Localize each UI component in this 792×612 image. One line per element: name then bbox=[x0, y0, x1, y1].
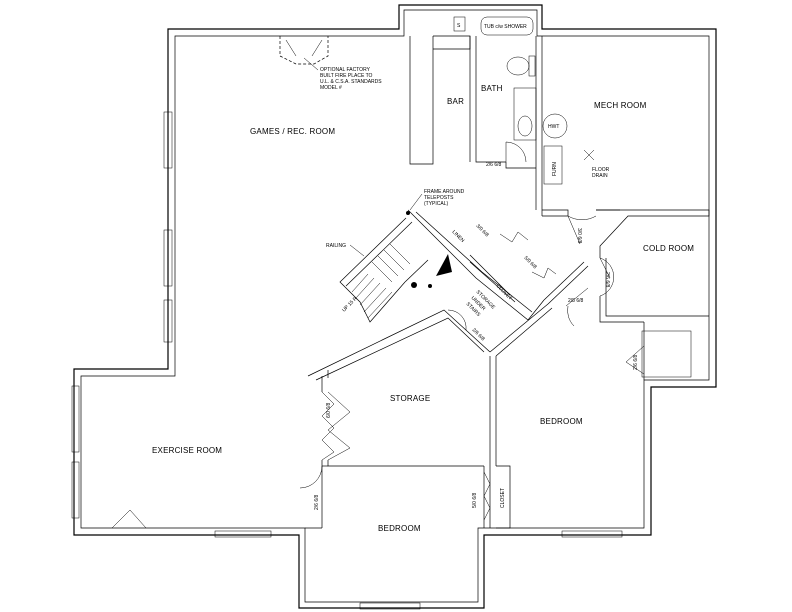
dim-hall-door: 2/8 6/8 bbox=[568, 298, 584, 304]
vanity bbox=[513, 87, 537, 141]
note-railing: RAILING bbox=[326, 243, 346, 249]
interior-walls bbox=[305, 35, 710, 529]
dim-exercise-door: 2/6 6/8 bbox=[314, 494, 320, 510]
note-fireplace-2: BUILT FIRE PLACE TO bbox=[320, 73, 373, 79]
note-teleposts-3: (TYPICAL) bbox=[424, 201, 449, 207]
room-bath: BATH bbox=[481, 84, 503, 93]
note-stair-up: UP 15 R bbox=[341, 296, 359, 314]
room-bar: BAR bbox=[447, 97, 464, 106]
note-teleposts-2: TELEPOSTS bbox=[424, 195, 454, 201]
dim-closet-right-door: 5/0 6/8 bbox=[472, 492, 478, 508]
windows bbox=[71, 111, 623, 610]
room-bedroom-right: BEDROOM bbox=[540, 417, 583, 426]
room-storage: STORAGE bbox=[390, 394, 430, 403]
furnace-icon bbox=[543, 145, 563, 185]
tub-label: TUB c/w SHOWER bbox=[484, 24, 527, 30]
room-cold: COLD ROOM bbox=[643, 244, 694, 253]
sink-fixture bbox=[453, 16, 466, 32]
furn-label: FURN bbox=[552, 162, 558, 176]
note-teleposts-1: FRAME AROUND bbox=[424, 189, 465, 195]
note-floor-drain-2: DRAIN bbox=[592, 173, 608, 179]
room-labels: GAMES / REC. ROOM BAR BATH MECH ROOM COL… bbox=[152, 84, 694, 533]
note-fireplace-4: MODEL # bbox=[320, 85, 342, 91]
note-fireplace-1: OPTIONAL FACTORY bbox=[320, 67, 371, 73]
floor-drain-icon bbox=[583, 149, 595, 161]
dim-mech-door: 3/0 6/8 bbox=[576, 228, 582, 244]
dim-linen-door: 3/0 6/8 bbox=[475, 223, 490, 238]
room-mech: MECH ROOM bbox=[594, 101, 647, 110]
door-dimensions: 2/6 6/8 3/0 6/8 3/0 6/8 5/0 6/8 2/6 6/8 … bbox=[314, 162, 639, 510]
hwt-label: HWT bbox=[548, 124, 559, 130]
water-heater-icon bbox=[542, 113, 568, 139]
room-exercise: EXERCISE ROOM bbox=[152, 446, 222, 455]
doors bbox=[111, 36, 645, 529]
tub-fixture bbox=[480, 16, 534, 36]
note-fireplace-3: U.L. & C.S.A. STANDARDS bbox=[320, 79, 382, 85]
sink-label: S bbox=[457, 23, 461, 29]
room-games: GAMES / REC. ROOM bbox=[250, 127, 335, 136]
dim-side-door: 2/6 6/8 bbox=[633, 354, 639, 370]
room-closet-right: CLOSET bbox=[500, 488, 506, 508]
room-bedroom-bottom: BEDROOM bbox=[378, 524, 421, 533]
toilet-icon bbox=[506, 56, 530, 76]
dim-stair-door: 2/6 6/8 bbox=[471, 327, 486, 342]
room-closet-mid: CLOSET bbox=[495, 283, 513, 301]
stair-arrow-icon bbox=[436, 254, 452, 276]
room-linen: LINEN bbox=[451, 229, 466, 244]
note-floor-drain-1: FLOOR bbox=[592, 167, 610, 173]
dim-storage-door: 6/0 6/8 bbox=[326, 402, 332, 418]
exterior-walls bbox=[73, 4, 717, 609]
stair-treads bbox=[351, 243, 411, 319]
dim-cold-door: 2/6 6/8 bbox=[604, 272, 610, 288]
fixtures: TUB c/w SHOWER S HWT FURN bbox=[453, 16, 595, 185]
dim-bath-door: 2/6 6/8 bbox=[486, 162, 502, 168]
dim-closet-door: 5/0 6/8 bbox=[523, 255, 538, 270]
